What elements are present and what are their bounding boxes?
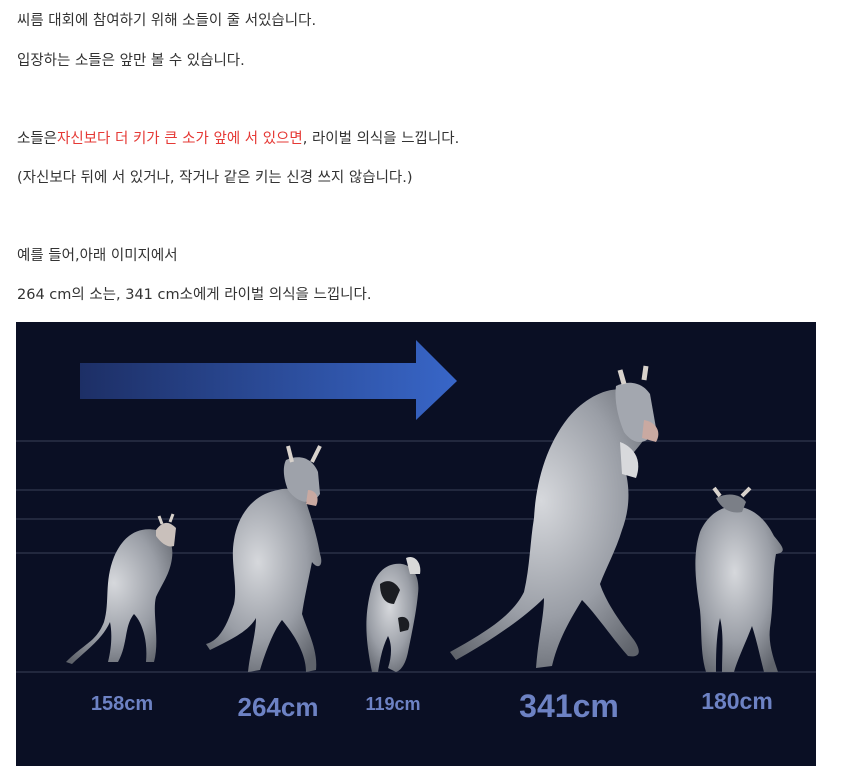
- text-line-3: 소들은자신보다 더 키가 큰 소가 앞에 서 있으면, 라이벌 의식을 느낍니다…: [17, 129, 459, 149]
- text-line-1: 씨름 대회에 참여하기 위해 소들이 줄 서있습니다.: [17, 13, 317, 29]
- direction-arrow-icon: [80, 340, 457, 420]
- cow-158-figure: [66, 513, 176, 664]
- cow-341-figure: [450, 365, 659, 668]
- text-line-5: 예를 들어,아래 이미지에서: [17, 248, 178, 264]
- illustration-svg: 158cm 264cm 119cm 341cm 180cm: [16, 340, 816, 724]
- text-line-6: 264 cm의 소는, 341 cm소에게 라이벌 의식을 느낍니다.: [17, 287, 372, 303]
- cow-height-illustration: 158cm 264cm 119cm 341cm 180cm: [16, 322, 816, 766]
- height-label-180: 180cm: [701, 688, 773, 714]
- height-label-341: 341cm: [519, 688, 619, 724]
- cow-264-figure: [206, 445, 322, 672]
- text-line-2: 입장하는 소들은 앞만 볼 수 있습니다.: [17, 53, 245, 69]
- text-line-4: (자신보다 뒤에 서 있거나, 작거나 같은 키는 신경 쓰지 않습니다.): [17, 170, 413, 186]
- cow-119-figure: [366, 556, 421, 672]
- text-line-3-pre: 소들은: [17, 131, 58, 147]
- height-label-264: 264cm: [238, 692, 319, 722]
- height-label-119: 119cm: [365, 694, 420, 714]
- cow-180-figure: [695, 486, 783, 672]
- text-line-3-post: , 라이벌 의식을 느낍니다.: [302, 131, 460, 147]
- highlight-text: 자신보다 더 키가 큰 소가 앞에 서 있으면: [57, 131, 303, 147]
- height-label-158: 158cm: [91, 693, 153, 715]
